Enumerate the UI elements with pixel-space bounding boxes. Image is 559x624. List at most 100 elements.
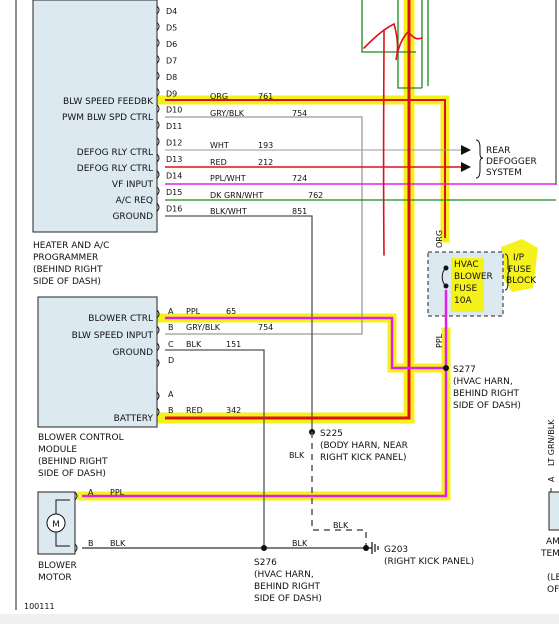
right-frag-3: (LE [547, 573, 559, 583]
wire-d9-org [165, 99, 446, 238]
wire-circuit-d12: 193 [258, 141, 273, 150]
blower-module-caption: BLOWER CONTROL MODULE (BEHIND RIGHT SIDE… [38, 433, 124, 479]
wire-label-blk-s225: BLK [289, 451, 305, 460]
programmer-wires [165, 99, 556, 432]
right-frag-2: TEM [540, 549, 559, 559]
wire-ppl-65 [165, 316, 446, 370]
fuse-wire-ppl: PPL [435, 333, 444, 348]
pin-stub-d6 [156, 38, 160, 48]
defog-label-1: REAR [486, 146, 510, 156]
wire-label-blk-s276: BLK [292, 539, 308, 548]
pin-stub-d16 [156, 203, 160, 212]
label-vf-input: VF INPUT [112, 180, 154, 190]
wire-color-d16: BLK/WHT [210, 207, 247, 216]
s276-3: BEHIND RIGHT [254, 582, 320, 592]
motor-caption-2: MOTOR [38, 573, 72, 583]
fuse-wire-org: ORG [435, 230, 444, 248]
s225-3: RIGHT KICK PANEL) [320, 453, 407, 463]
s225-2: (BODY HARN, NEAR [320, 441, 408, 451]
programmer-wire-labels: ORG 761 GRY/BLK 754 WHT 193 RED 212 PPL/… [210, 92, 323, 216]
splice-s277-dot [443, 365, 449, 371]
wire-battery-red [165, 0, 411, 420]
blower-module-labels: BLOWER CTRL BLW SPEED INPUT GROUND BATTE… [72, 314, 154, 424]
fuse-block-label: I/P FUSE BLOCK [506, 253, 537, 286]
fuse-symbol [441, 265, 449, 289]
defog-label-2: DEFOGGER [486, 157, 537, 167]
s277-3: BEHIND RIGHT [453, 389, 519, 399]
pin-stub-d9 [156, 87, 160, 97]
wire-color-d9: ORG [210, 92, 228, 101]
fuse-label-2: BLOWER [454, 272, 493, 282]
right-frag-4: OF [547, 585, 559, 595]
battery-wire [165, 0, 411, 420]
wire-ppl-fuse-to-motor [82, 290, 448, 498]
wire-circuit-d15: 762 [308, 191, 323, 200]
wire-label-blk-ground: BLK [333, 521, 349, 530]
fuse-block-brace [504, 253, 512, 291]
s276-4: SIDE OF DASH) [254, 594, 322, 604]
bcm-wire-ppl: PPL [186, 307, 201, 316]
wire-s225-to-ground-dashed [311, 432, 367, 548]
defog-arrow-2 [461, 162, 471, 172]
bcm-label-battery: BATTERY [114, 414, 154, 424]
bcm-label-ground: GROUND [112, 348, 153, 358]
defog-arrow-1 [461, 145, 471, 155]
blower-module-box [37, 296, 158, 428]
pin-label-d11: D11 [166, 122, 182, 131]
wire-circuit-d10: 754 [292, 109, 307, 118]
bcm-wire-blk: BLK [186, 340, 202, 349]
programmer-labels: BLW SPEED FEEDBK PWM BLW SPD CTRL DEFOG … [62, 97, 154, 222]
bcm-label-blw-speed-input: BLW SPEED INPUT [72, 331, 154, 341]
right-frag-1: AM [546, 537, 559, 547]
programmer-caption-1: HEATER AND A/C [33, 241, 109, 251]
pin-stub-d4 [156, 5, 160, 15]
motor-wire-blk: BLK [110, 539, 126, 548]
pin-label-d13: D13 [166, 155, 182, 164]
s277-4: SIDE OF DASH) [453, 401, 521, 411]
blower-motor-pin-stubs [74, 491, 78, 553]
defog-label-3: SYSTEM [486, 168, 522, 178]
bcm-wire-754: 754 [258, 323, 273, 332]
label-blw-speed-feedbk: BLW SPEED FEEDBK [63, 97, 154, 107]
bcm-wire-red: RED [186, 406, 203, 415]
fuse-block-label-1: I/P [513, 253, 525, 263]
fuse-block-label-3: BLOCK [506, 276, 537, 286]
bcm-pin-b1: B [168, 323, 174, 332]
bcm-caption-4: SIDE OF DASH) [38, 469, 106, 479]
programmer-caption-3: (BEHIND RIGHT [33, 265, 103, 275]
highlight-feedback-path [157, 95, 450, 243]
fuse-label-3: FUSE [454, 284, 477, 294]
s225-1: S225 [320, 429, 343, 439]
blower-module-wire-labels: PPL 65 GRY/BLK 754 BLK 151 RED 342 [186, 307, 273, 415]
wire-circuit-d13: 212 [258, 158, 273, 167]
g203-id: G203 [384, 545, 408, 555]
wire-d10-gry-blk [165, 116, 363, 335]
motor-symbol: M [46, 499, 70, 547]
wire-circuit-d14: 724 [292, 174, 307, 183]
wire-bcm-ground-blk [165, 349, 265, 548]
programmer-caption-2: PROGRAMMER [33, 253, 98, 263]
motor-m-label: M [52, 520, 60, 530]
right-box-fragment [548, 491, 559, 531]
bcm-caption-1: BLOWER CONTROL [38, 433, 124, 443]
top-green-right [421, 0, 429, 88]
pin-stub-d7 [156, 54, 160, 64]
pin-label-d4: D4 [166, 7, 177, 16]
bcm-pin-b2: B [168, 406, 174, 415]
splice-s277-label: S277 (HVAC HARN, BEHIND RIGHT SIDE OF DA… [453, 365, 521, 411]
bottom-strip [0, 614, 559, 624]
fuse-block-highlight [451, 258, 484, 312]
programmer-caption-4: SIDE OF DASH) [33, 277, 101, 287]
label-defog-rly-ctrl-2: DEFOG RLY CTRL [77, 164, 153, 174]
blower-motor-caption: BLOWER MOTOR [38, 561, 77, 583]
bcm-label-blower-ctrl: BLOWER CTRL [88, 314, 153, 324]
pin-stub-d10 [156, 104, 160, 114]
pin-stub-d5 [156, 22, 160, 31]
wire-color-d13: RED [210, 158, 227, 167]
wire-color-d15: DK GRN/WHT [210, 191, 263, 200]
motor-pin-b: B [88, 539, 94, 548]
programmer-caption: HEATER AND A/C PROGRAMMER (BEHIND RIGHT … [33, 241, 109, 287]
highlight-fuse-block-text [501, 239, 538, 292]
bcm-wire-65: 65 [226, 307, 236, 316]
pin-label-d15: D15 [166, 188, 182, 197]
